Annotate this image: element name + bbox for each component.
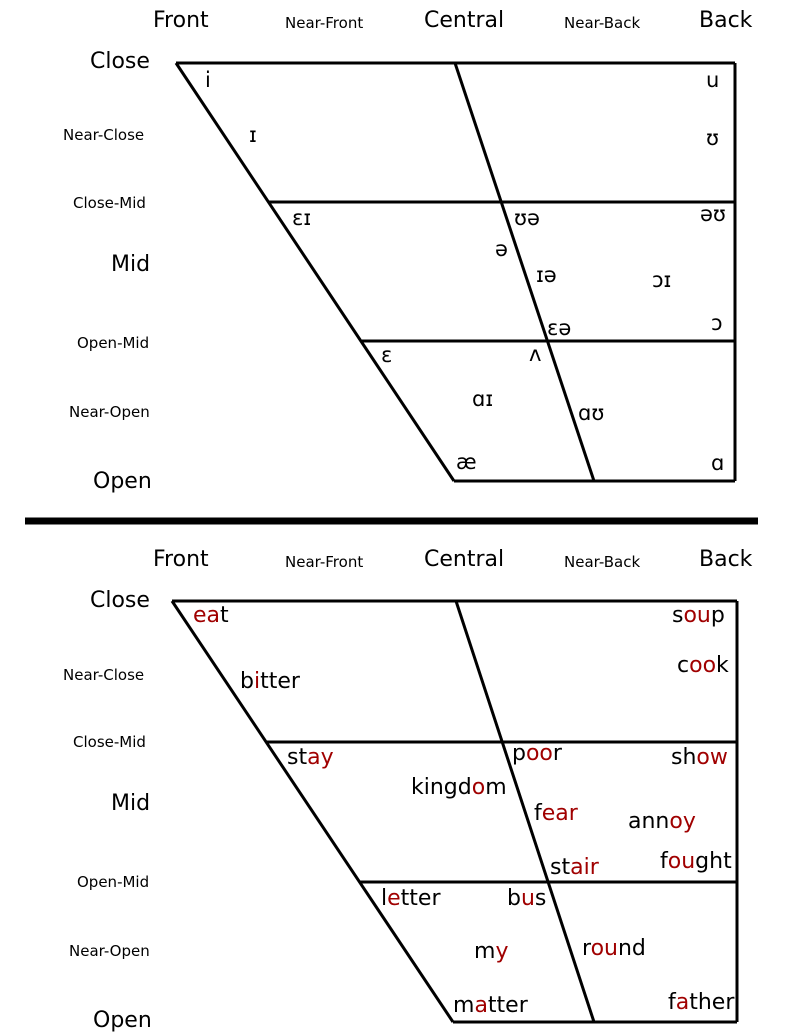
bottom-row-mid: Mid [111,791,151,816]
example-word: round [582,936,646,961]
example-word: my [474,939,509,964]
top-row-open: Open [93,469,152,494]
top-central-line [453,62,596,482]
vowel-symbol: ɔɪ [652,268,672,292]
example-word: show [671,745,728,770]
vowel-symbol: æ [456,450,477,474]
vowel-symbol: ʌ [529,342,542,366]
vowel-symbol: əʊ [700,202,726,226]
bottom-col-near-front: Near-Front [285,553,364,571]
top-col-front: Front [153,8,209,33]
bottom-front-line [170,600,455,1023]
vowel-symbol: ɛɪ [292,206,312,230]
example-word: annoy [628,809,696,834]
bottom-row-open: Open [93,1008,152,1033]
example-word: soup [672,603,725,628]
vowel-symbol: ɛə [547,316,572,340]
example-word: letter [381,886,441,911]
top-row-near-close: Near-Close [63,126,145,144]
bottom-row-open-mid: Open-Mid [77,873,150,891]
vowel-symbol: i [205,68,211,92]
bottom-row-near-open: Near-Open [69,942,150,960]
vowel-symbol: ɪə [536,263,557,287]
vowel-symbol: ə [495,237,508,261]
bottom-row-close: Close [90,588,150,613]
vowel-symbol: ʊ [706,126,719,150]
vowel-symbol: u [706,68,720,92]
vowel-symbol: ɛ [381,343,393,367]
example-word: poor [512,741,562,766]
example-word: kingdom [411,775,507,800]
bottom-col-central: Central [424,547,505,572]
example-word: bus [507,886,547,911]
example-word: stay [287,745,334,770]
top-col-near-front: Near-Front [285,14,364,32]
top-col-near-back: Near-Back [564,14,641,32]
bottom-trapezoid [170,599,739,1024]
top-row-open-mid: Open-Mid [77,334,150,352]
vowel-symbol: ɑʊ [578,401,605,425]
top-trapezoid [174,61,737,483]
example-word: bitter [240,669,300,694]
vowel-symbol: ɔ [711,311,723,335]
top-row-close: Close [90,49,150,74]
bottom-col-near-back: Near-Back [564,553,641,571]
example-word: father [668,990,735,1015]
top-col-back: Back [699,8,753,33]
bottom-col-front: Front [153,547,209,572]
bottom-row-close-mid: Close-Mid [73,733,146,751]
example-word: fear [534,801,578,826]
top-row-close-mid: Close-Mid [73,194,146,212]
vowel-symbol: ɑ [711,451,725,475]
vowel-symbol: ɪ [249,123,257,147]
example-word: matter [453,993,528,1018]
example-word: eat [193,603,229,628]
top-col-central: Central [424,8,505,33]
example-word: cook [677,653,729,678]
bottom-row-near-close: Near-Close [63,666,145,684]
vowel-symbol: ʊə [514,206,540,230]
bottom-central-line [454,600,596,1023]
example-word: stair [550,855,599,880]
bottom-col-back: Back [699,547,753,572]
top-row-near-open: Near-Open [69,403,150,421]
top-row-mid: Mid [111,252,151,277]
top-front-line [174,62,456,482]
vowel-symbol: ɑɪ [472,387,494,411]
example-word: fought [660,849,732,874]
